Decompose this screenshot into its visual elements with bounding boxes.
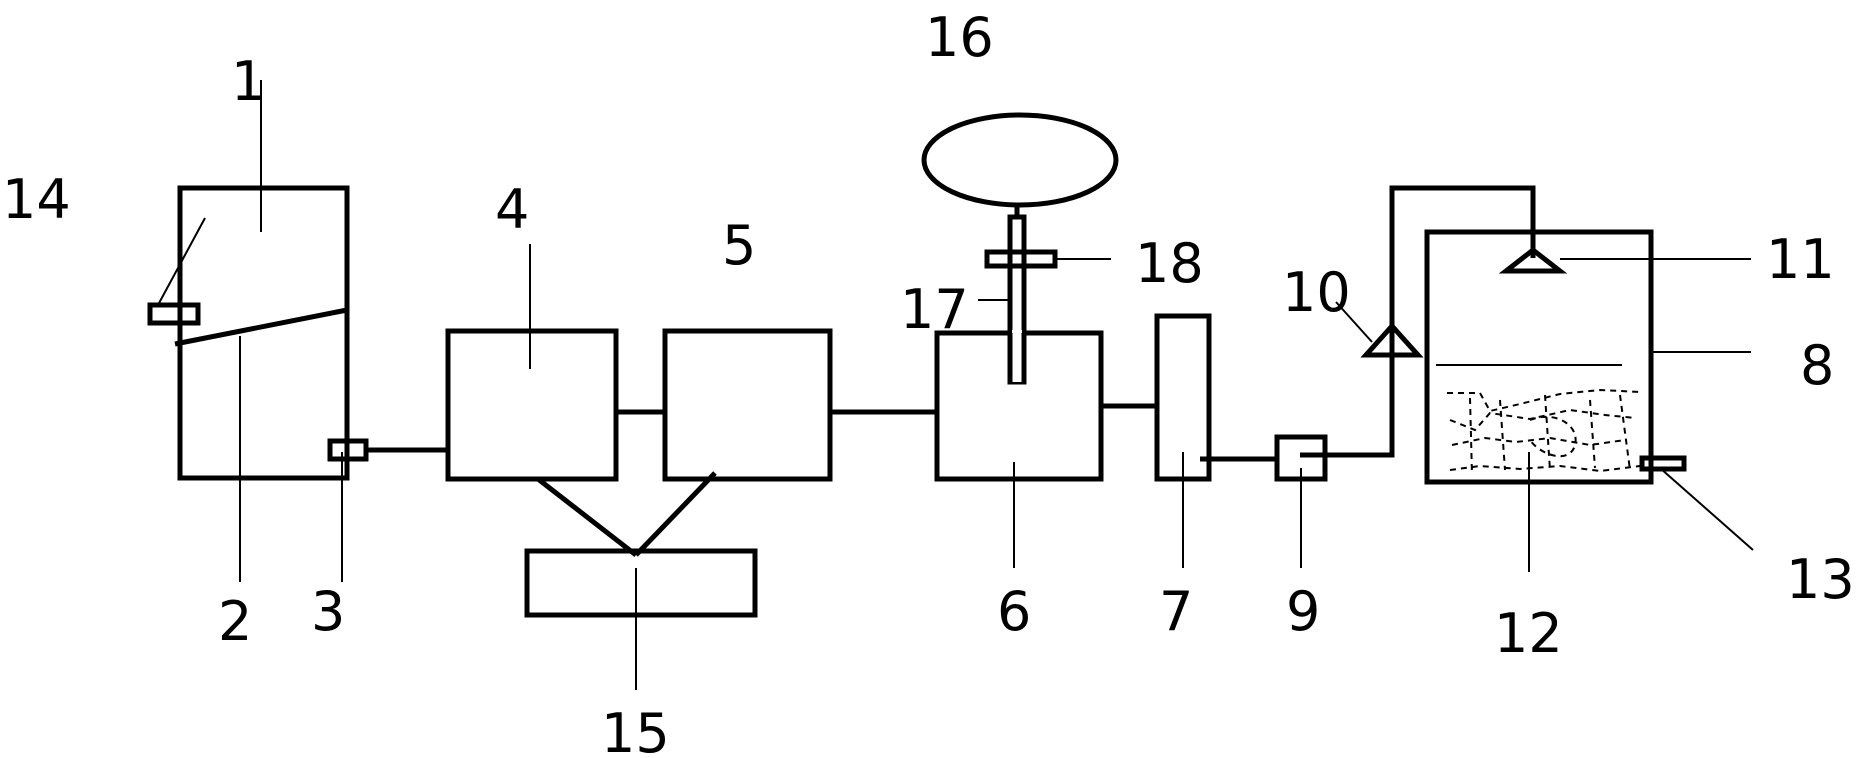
- link-4-15: [536, 477, 638, 557]
- tank-8: [1424, 229, 1654, 485]
- labels: 1 14 2 3 4 5 15 16 17 18 6 7 9 10 11 8 1…: [2, 6, 1855, 758]
- leader-lines: [157, 80, 1754, 690]
- label-15: 15: [601, 702, 670, 758]
- nozzle-10: [1360, 322, 1424, 358]
- label-8: 8: [1800, 334, 1834, 397]
- unit-5: [662, 328, 833, 482]
- clamp-18: [984, 249, 1058, 269]
- label-12: 12: [1494, 602, 1563, 665]
- port-14: [147, 302, 201, 326]
- nozzle-11: [1498, 246, 1568, 274]
- stem-opening: [1012, 330, 1022, 382]
- outlet-13: [1639, 455, 1687, 472]
- label-14: 14: [2, 168, 71, 231]
- label-7: 7: [1159, 580, 1193, 643]
- label-10: 10: [1282, 261, 1351, 324]
- label-11: 11: [1766, 228, 1835, 291]
- label-16: 16: [925, 6, 994, 69]
- inclined-plate-2: [174, 307, 348, 347]
- gas-bag-16: [921, 112, 1119, 208]
- label-6: 6: [997, 580, 1031, 643]
- unit-4: [445, 328, 619, 482]
- unit-15: [524, 548, 758, 618]
- label-1: 1: [231, 50, 265, 113]
- label-13: 13: [1786, 548, 1855, 611]
- label-9: 9: [1286, 580, 1320, 643]
- link-5-15: [634, 471, 717, 557]
- label-5: 5: [722, 214, 756, 277]
- tank-1: [174, 185, 350, 481]
- label-3: 3: [311, 580, 345, 643]
- label-17: 17: [900, 278, 969, 341]
- label-4: 4: [495, 178, 529, 241]
- media-12: [1447, 388, 1641, 476]
- pipe-9-11: [1300, 185, 1536, 458]
- label-2: 2: [218, 590, 252, 653]
- label-18: 18: [1135, 232, 1204, 295]
